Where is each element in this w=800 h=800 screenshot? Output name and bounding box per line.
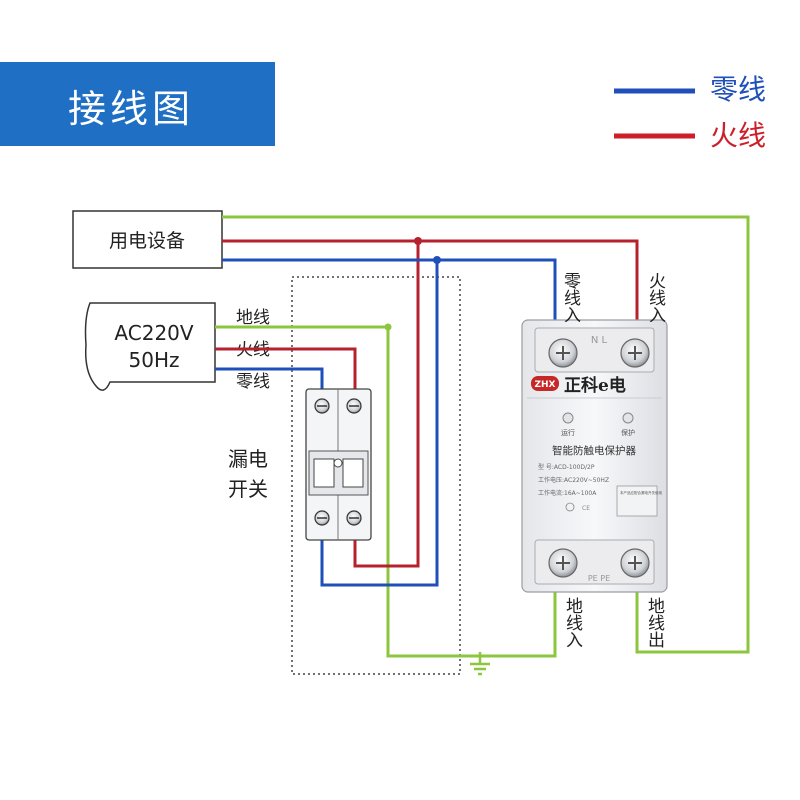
source-ground-label: 地线	[236, 308, 270, 328]
neutral-wire-equipment	[222, 258, 557, 320]
spec-current: 工作电流:16A~100A	[538, 489, 597, 497]
protector-device: N L ZHX 正科e电 运行 保护 智能防触电保护器 型 号:ACD-100D…	[521, 319, 668, 593]
warning-label	[616, 485, 658, 517]
ground-out-label: 地线出	[644, 597, 665, 648]
protect-indicator-label: 保护	[621, 428, 635, 437]
equipment-label: 用电设备	[109, 230, 185, 252]
power-source-shape	[84, 302, 216, 391]
live-wire-rcd-out	[353, 241, 420, 568]
terminal-bottom-marks: PE PE	[588, 574, 610, 583]
rcd-enclosure	[291, 276, 461, 675]
equipment-box	[72, 210, 223, 269]
neutral-in-label: 零线入	[560, 272, 581, 323]
ground-wire-source	[215, 325, 557, 658]
terminal-top-marks: N L	[591, 335, 608, 346]
neutral-wire-source	[215, 367, 324, 389]
legend-live-label: 火线	[710, 119, 766, 152]
live-junction	[414, 237, 422, 245]
cert-mark-1	[565, 502, 575, 512]
live-wire-equipment	[222, 239, 639, 320]
run-indicator-label: 运行	[561, 428, 575, 437]
header-bar	[0, 62, 275, 146]
product-name: 智能防触电保护器	[552, 444, 636, 457]
protect-indicator	[622, 412, 634, 424]
source-neutral-label: 零线	[236, 372, 270, 392]
run-indicator	[562, 412, 574, 424]
rcd-label-line1: 漏电	[228, 447, 268, 471]
page-title: 接线图	[68, 87, 195, 131]
cert-mark-2: CE	[582, 505, 590, 512]
ground-in-label: 地线入	[562, 597, 583, 648]
legend-neutral-label: 零线	[710, 73, 766, 106]
ground-junction	[384, 323, 392, 331]
live-wire-source	[215, 347, 357, 389]
source-frequency: 50Hz	[129, 348, 180, 372]
brand-name: 正科e电	[564, 375, 626, 396]
neutral-wire-rcd-out	[320, 260, 439, 587]
neutral-junction	[433, 256, 441, 264]
spec-model: 型 号:ACD-100D/2P	[538, 463, 595, 471]
rcd-breaker	[305, 388, 372, 541]
warning-text: 本产品应配合漏电开关使用	[620, 490, 662, 495]
spec-voltage: 工作电压:AC220V~50HZ	[538, 476, 609, 484]
ground-wire-equipment	[222, 215, 750, 654]
ground-symbol	[470, 652, 490, 676]
rcd-label-line2: 开关	[228, 477, 268, 501]
live-in-label: 火线入	[645, 272, 666, 323]
source-voltage: AC220V	[114, 321, 193, 345]
brand-badge: ZHX	[535, 380, 556, 390]
brand-badge-bg	[531, 376, 559, 391]
